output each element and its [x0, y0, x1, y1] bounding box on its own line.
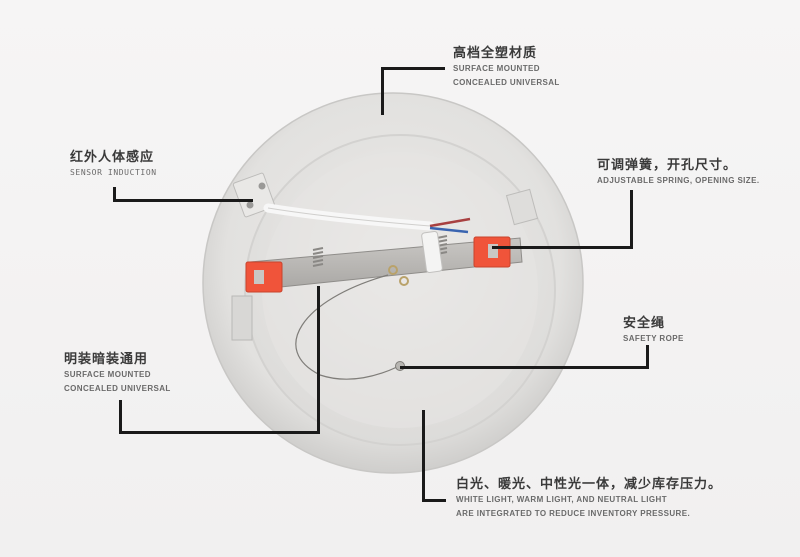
callout-line-light — [422, 499, 446, 502]
label-rope-en: SAFETY ROPE — [623, 334, 684, 343]
label-material-en-1: SURFACE MOUNTED — [453, 64, 540, 73]
label-material-cn: 高档全塑材质 — [453, 46, 538, 61]
callout-line-rope — [646, 345, 649, 369]
callout-line-mounting — [119, 431, 319, 434]
label-rope: 安全绳 SAFETY ROPE — [623, 316, 684, 346]
callout-line-rope — [400, 366, 649, 369]
label-mounting-cn: 明装暗装通用 — [64, 352, 149, 367]
callout-line-material — [381, 67, 384, 115]
label-mounting-en-1: SURFACE MOUNTED — [64, 370, 151, 379]
label-rope-cn: 安全绳 — [623, 316, 666, 331]
callout-line-sensor — [113, 199, 253, 202]
label-sensor-en: SENSOR INDUCTION — [70, 168, 157, 177]
callout-line-sensor — [113, 187, 116, 201]
callout-line-mounting — [317, 286, 320, 434]
callout-line-material — [381, 67, 445, 70]
spring-clip-left — [245, 261, 283, 293]
label-spring-cn: 可调弹簧，开孔尺寸。 — [597, 158, 738, 173]
label-material-en-2: CONCEALED UNIVERSAL — [453, 78, 560, 87]
label-mounting-en-2: CONCEALED UNIVERSAL — [64, 384, 171, 393]
label-light-en-2: ARE INTEGRATED TO REDUCE INVENTORY PRESS… — [456, 509, 691, 518]
label-mounting: 明装暗装通用 SURFACE MOUNTED CONCEALED UNIVERS… — [64, 352, 171, 396]
label-spring-en: ADJUSTABLE SPRING, OPENING SIZE. — [597, 176, 760, 185]
callout-line-light — [422, 410, 425, 502]
label-light-en-1: WHITE LIGHT, WARM LIGHT, AND NEUTRAL LIG… — [456, 495, 668, 504]
label-light-cn: 白光、暖光、中性光一体，减少库存压力。 — [456, 477, 723, 492]
label-sensor-cn: 红外人体感应 — [70, 150, 155, 165]
label-material: 高档全塑材质 SURFACE MOUNTED CONCEALED UNIVERS… — [453, 46, 560, 90]
label-sensor: 红外人体感应 SENSOR INDUCTION — [70, 150, 157, 180]
callout-line-spring — [492, 246, 633, 249]
callout-line-spring — [630, 190, 633, 248]
callout-line-mounting — [119, 400, 122, 434]
label-light: 白光、暖光、中性光一体，减少库存压力。 WHITE LIGHT, WARM LI… — [456, 477, 722, 521]
spring-clip-right — [473, 236, 511, 268]
label-spring: 可调弹簧，开孔尺寸。 ADJUSTABLE SPRING, OPENING SI… — [597, 158, 759, 188]
